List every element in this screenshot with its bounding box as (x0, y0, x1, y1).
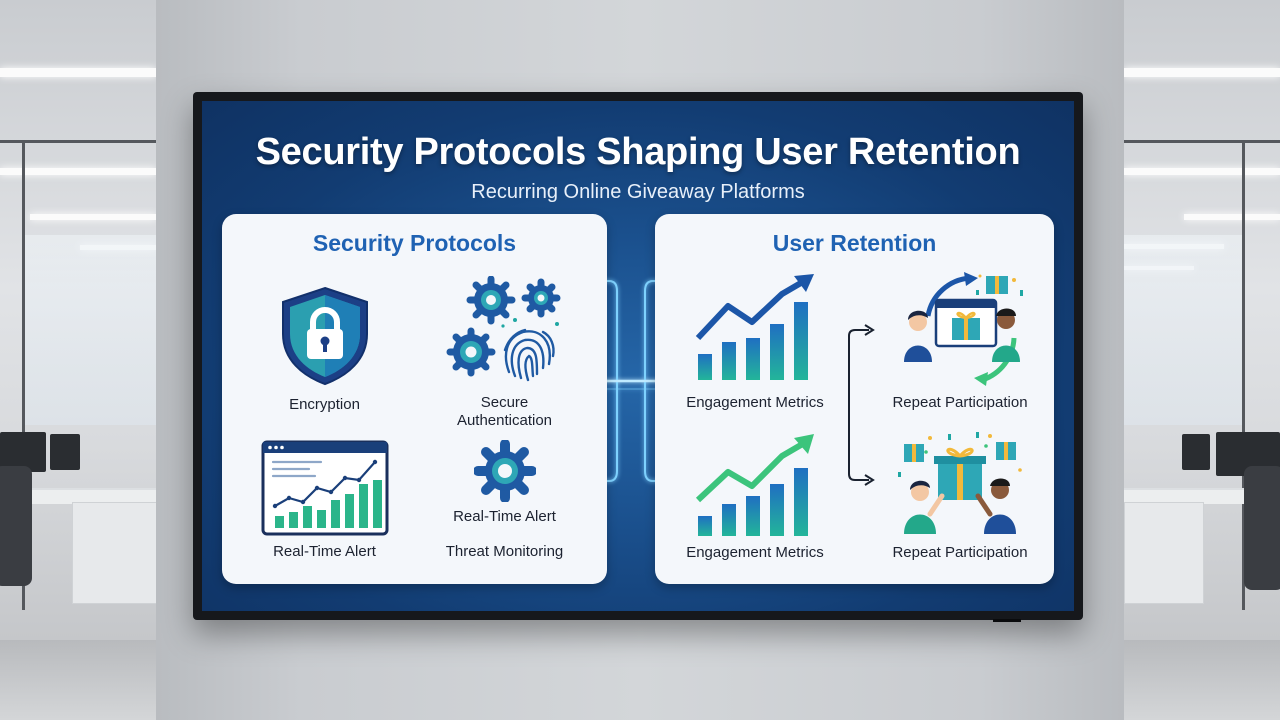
repeat-participation-item-1: Repeat Participation (875, 270, 1045, 422)
gift-celebration-icon (898, 432, 1022, 534)
page-subtitle: Recurring Online Giveaway Platforms (471, 181, 805, 203)
shield-lock-icon (281, 286, 368, 386)
real-time-alert-item: Real-Time Alert (252, 440, 397, 574)
engagement-metrics-label-1: Engagement Metrics (686, 394, 824, 411)
security-protocols-heading: Security Protocols (312, 230, 517, 256)
threat-monitoring-icon-caption: Real-Time Alert (453, 508, 556, 525)
gift-exchange-icon (904, 272, 1023, 386)
flow-arrows-icon (848, 324, 875, 486)
encryption-item: Encryption (252, 284, 397, 424)
engagement-metrics-item-2: Engagement Metrics (675, 428, 835, 574)
threat-monitoring-item: Real-Time Alert Threat Monitoring (432, 440, 577, 574)
gear-icon (473, 440, 536, 502)
growth-chart-icon (695, 434, 814, 536)
threat-monitoring-label: Threat Monitoring (445, 543, 564, 560)
page-title: Security Protocols Shaping User Retentio… (255, 131, 1021, 173)
tv-power-led (993, 619, 1021, 622)
gears-fingerprint-icon (446, 276, 560, 382)
dashboard-chart-icon (261, 440, 388, 536)
repeat-participation-label-1: Repeat Participation (892, 394, 1028, 411)
real-time-alert-label: Real-Time Alert (273, 543, 376, 560)
office-background-right (1124, 0, 1280, 720)
growth-chart-icon (695, 274, 814, 380)
encryption-label: Encryption (289, 396, 360, 413)
engagement-metrics-label-2: Engagement Metrics (686, 544, 824, 561)
tv-display: Security Protocols Shaping User Retentio… (193, 92, 1083, 622)
security-protocols-panel: Security Protocols Encryption (222, 214, 607, 584)
office-background-left (0, 0, 156, 720)
secure-authentication-item: Secure Authentication (432, 276, 577, 436)
engagement-metrics-item-1: Engagement Metrics (675, 272, 835, 422)
repeat-participation-item-2: Repeat Participation (875, 430, 1045, 574)
user-retention-heading: User Retention (772, 230, 937, 256)
user-retention-panel: User Retention (655, 214, 1054, 584)
tv-screen: Security Protocols Shaping User Retentio… (202, 101, 1074, 611)
repeat-participation-label-2: Repeat Participation (892, 544, 1028, 561)
secure-authentication-label: Secure Authentication (456, 394, 553, 429)
